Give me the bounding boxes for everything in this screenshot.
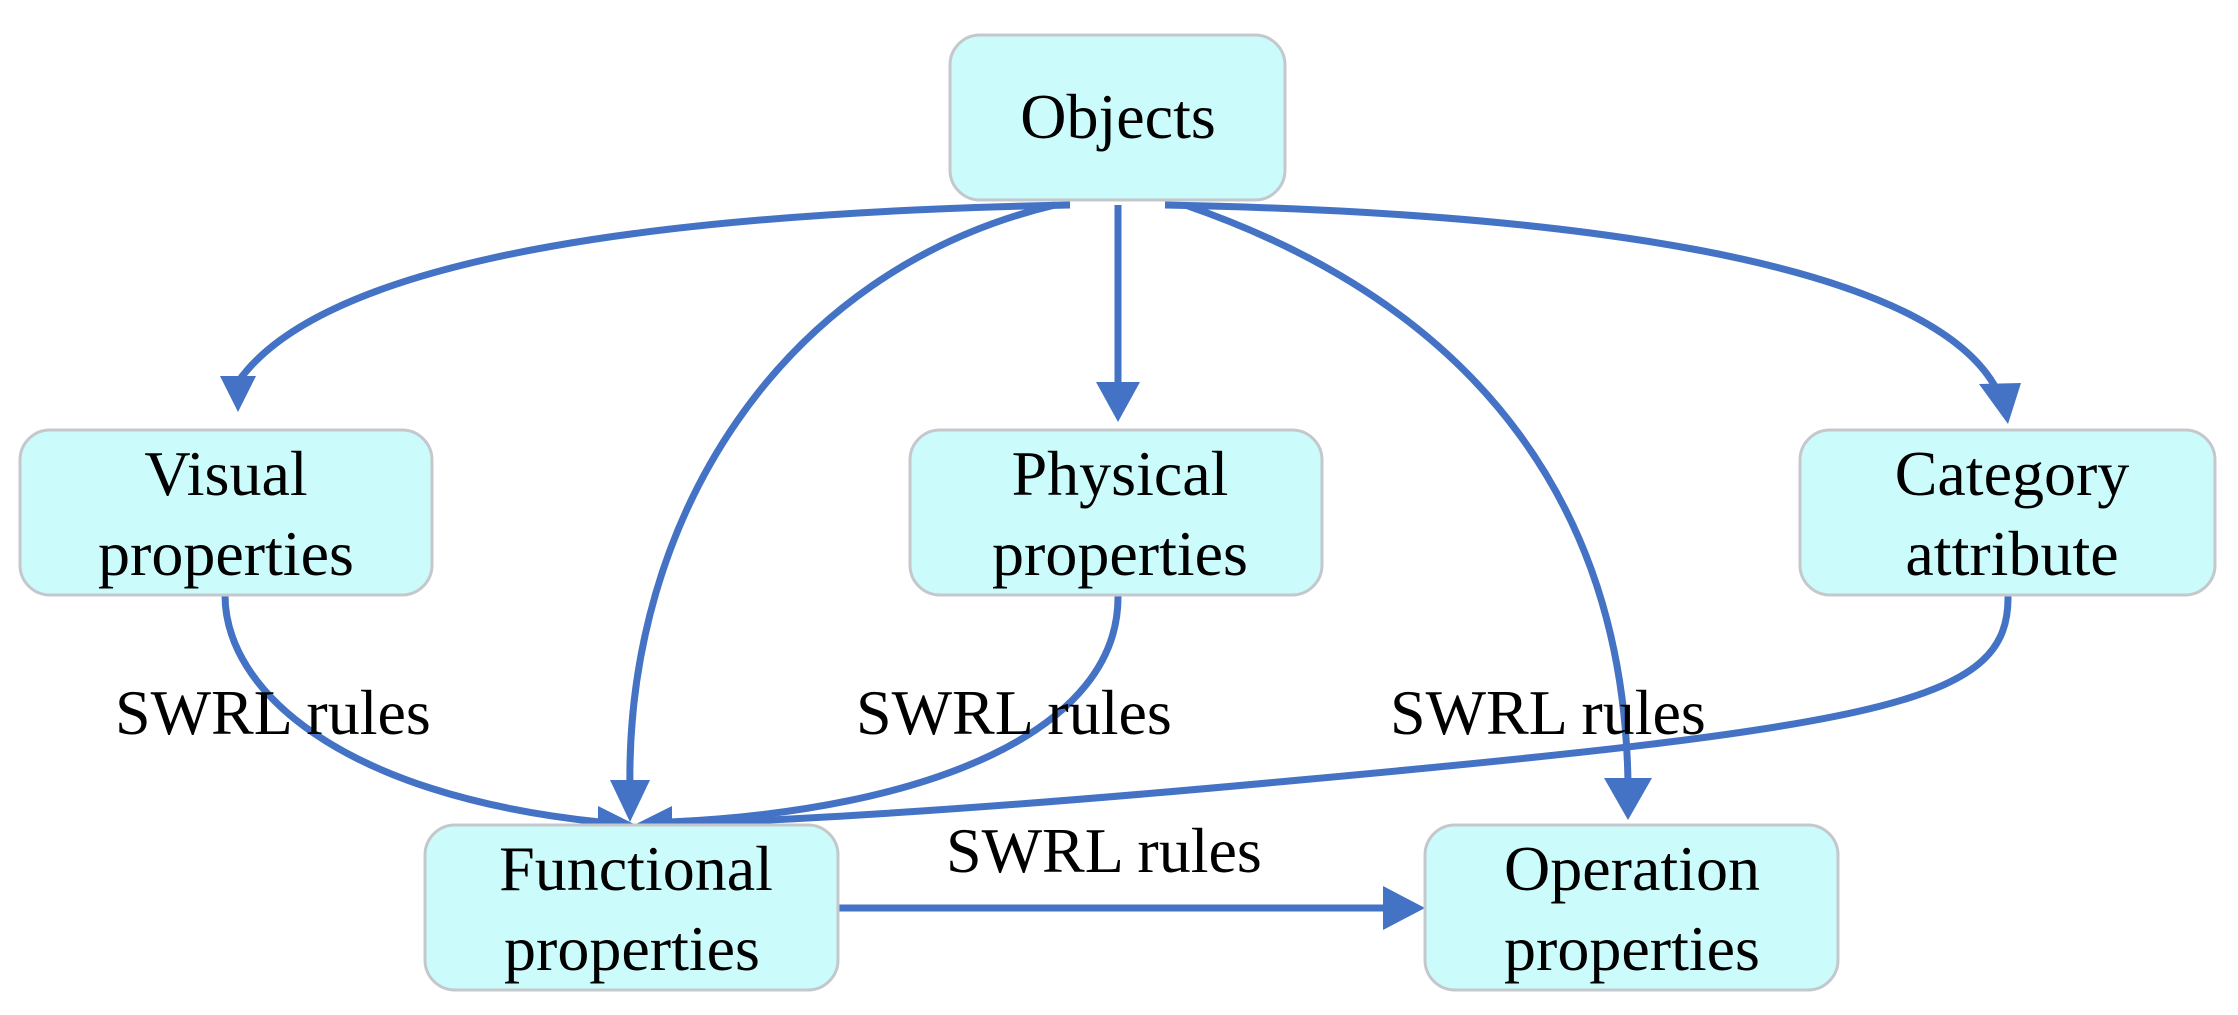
arrowhead-operation-from-objects [1604,778,1652,820]
node-functional-label-line2: properties [504,913,760,984]
edge-labels: SWRL rules SWRL rules SWRL rules SWRL ru… [115,677,1706,886]
node-physical-box [908,428,1324,597]
node-category-attribute: Category attribute [1798,428,2217,597]
node-physical-properties: Physical properties [908,428,1324,597]
node-physical-label-line1: Physical [1012,438,1229,509]
node-functional-label-line1: Functional [499,833,773,904]
node-objects-label: Objects [1020,81,1216,152]
edge-label-visual-functional: SWRL rules [115,677,431,748]
edge-label-category-functional: SWRL rules [1390,677,1706,748]
node-visual-box [18,428,434,597]
node-category-box [1798,428,2217,597]
edge-label-physical-functional: SWRL rules [856,677,1172,748]
edge-category-to-functional [669,594,2012,828]
node-functional-properties: Functional properties [423,823,840,992]
edge-objects-to-functional [626,201,1056,791]
arrowhead-operation-from-functional [1383,886,1425,930]
edge-objects-to-category [1164,201,2002,394]
node-visual-properties: Visual properties [18,428,434,597]
node-functional-box [423,823,840,992]
node-operation-label-line1: Operation [1504,833,1760,904]
node-visual-label-line1: Visual [144,438,307,509]
node-operation-box [1423,823,1840,992]
node-operation-label-line2: properties [1504,913,1760,984]
edge-objects-to-visual [235,201,1071,385]
node-objects-box [948,33,1287,202]
arrowhead-functional-from-objects [610,780,650,822]
edge-label-functional-operation: SWRL rules [946,815,1262,886]
edges [220,201,2021,930]
node-category-label-line1: Category [1895,438,2130,509]
arrowhead-category [1979,383,2021,424]
arrowhead-visual [220,376,256,412]
edge-objects-to-operation [1183,201,1632,786]
node-category-label-line2: attribute [1905,518,2118,589]
node-objects: Objects [948,33,1287,202]
arrowhead-physical [1096,382,1140,422]
edge-physical-to-functional [669,594,1122,826]
node-visual-label-line2: properties [98,518,354,589]
node-operation-properties: Operation properties [1423,823,1840,992]
node-physical-label-line2: properties [992,518,1248,589]
edge-visual-to-functional [221,594,601,826]
